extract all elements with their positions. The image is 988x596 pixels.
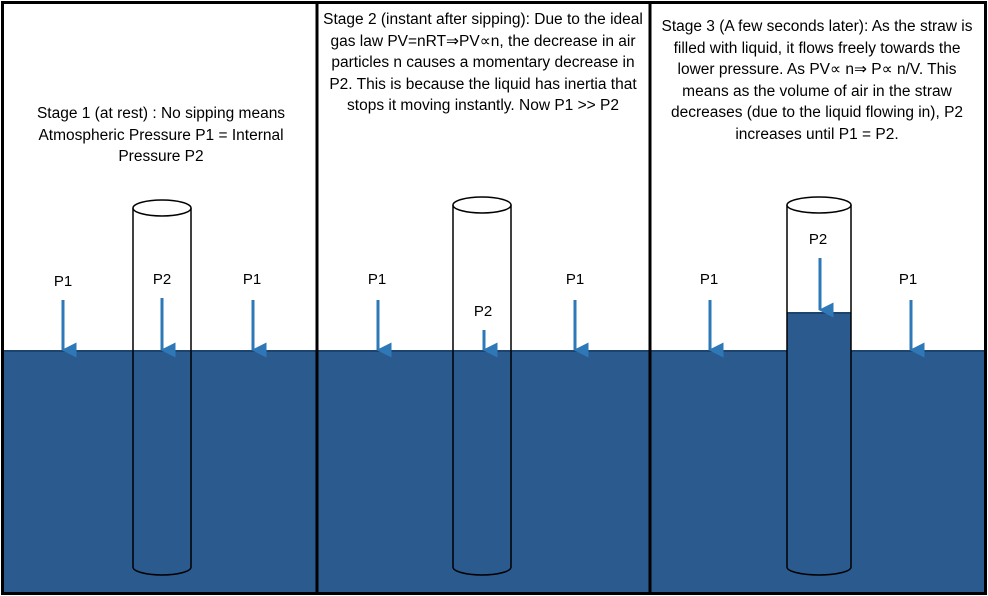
straw [452, 196, 512, 576]
liquid-body [317, 351, 650, 592]
liquid-body [650, 351, 984, 592]
panel-stage-2: P1 P2 P1 [317, 196, 650, 592]
liquid-body [4, 351, 317, 592]
label-p2: P2 [474, 303, 492, 320]
panel-stage-1: P1 P2 P1 [4, 199, 317, 592]
stage-1-description: Stage 1 (at rest) : No sipping means Atm… [36, 105, 286, 165]
straw [132, 199, 192, 576]
label-p1-right: P1 [899, 271, 917, 288]
straw [786, 196, 852, 576]
label-p1-right: P1 [566, 271, 584, 288]
raised-liquid-column [787, 313, 851, 353]
stage-2-description: Stage 2 (instant after sipping): Due to … [323, 11, 643, 114]
label-p2: P2 [809, 231, 827, 248]
label-p1-left: P1 [700, 271, 718, 288]
label-p1-left: P1 [54, 273, 72, 290]
panel-stage-3: P1 P2 P1 [650, 196, 984, 592]
straw-opening [786, 196, 852, 214]
stage-3-description: Stage 3 (A few seconds later): As the st… [661, 18, 973, 143]
straw-opening [132, 199, 192, 217]
label-p1-right: P1 [243, 271, 261, 288]
straw-opening [452, 196, 512, 214]
label-p2: P2 [153, 271, 171, 288]
label-p1-left: P1 [368, 271, 386, 288]
